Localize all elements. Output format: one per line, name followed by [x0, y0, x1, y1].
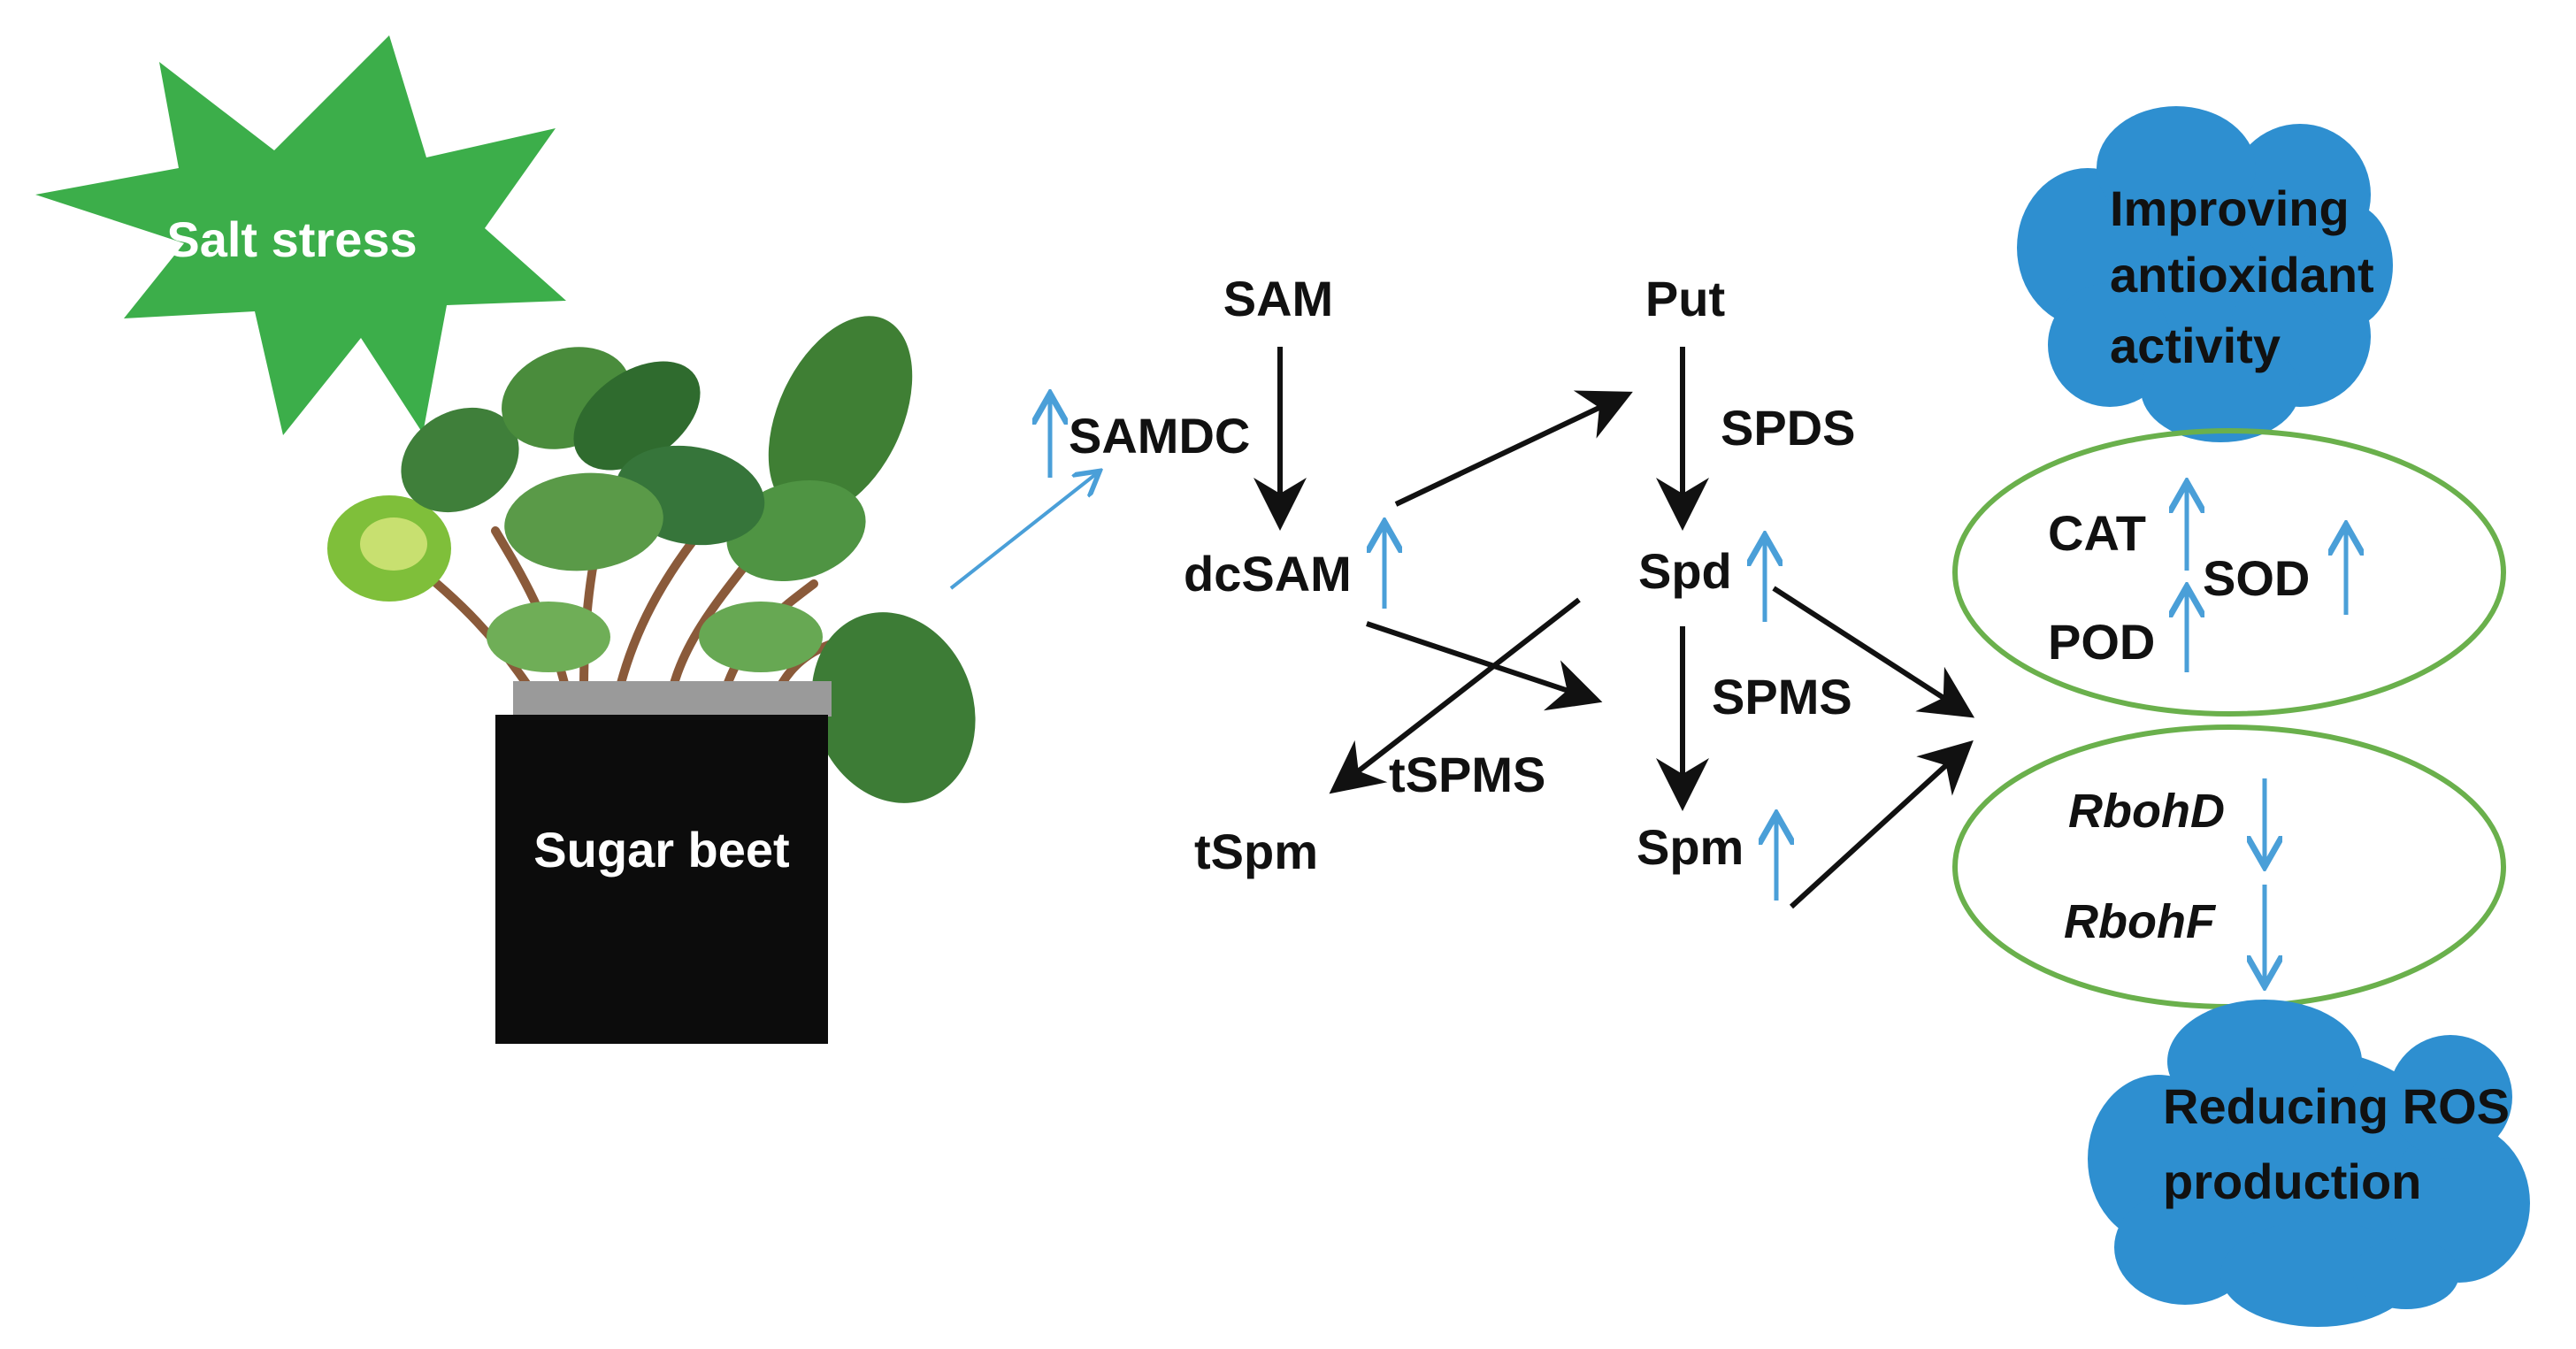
polyamine-pathway: SAM SAMDC dcSAM Put SPDS Spd SPMS Spm tS… [1069, 271, 1856, 879]
rbohd-label: RbohD [2068, 785, 2225, 838]
pod-label: POD [2048, 614, 2155, 670]
pot-rim [513, 681, 832, 717]
cloud-shape-bottom [2088, 1000, 2530, 1327]
dcsam-label: dcSAM [1184, 546, 1352, 602]
ros-cloud: Reducing ROS production [2088, 1000, 2530, 1327]
samdc-label: SAMDC [1069, 408, 1250, 464]
spm-label: Spm [1637, 819, 1744, 875]
sod-label: SOD [2203, 550, 2310, 606]
plant-leaves [327, 316, 976, 803]
plant-pot [495, 715, 828, 1044]
cat-label: CAT [2048, 505, 2146, 561]
dcsam-to-put-arrow [1394, 390, 1633, 507]
rbohf-label: RbohF [2064, 895, 2217, 948]
burst-star-shape [35, 35, 566, 435]
pathway-arrows [1254, 347, 1975, 909]
antioxidant-line-3: activity [2110, 318, 2281, 373]
tspms-label: tSPMS [1389, 747, 1545, 802]
antioxidant-line-2: antioxidant [2110, 247, 2374, 303]
up-regulation-arrows [1050, 398, 1776, 901]
plant-to-samdc-arrow [949, 473, 1097, 590]
sugar-beet-plant: Sugar beet [327, 316, 976, 1044]
antioxidant-line-1: Improving [2110, 180, 2350, 236]
spd-label: Spd [1638, 543, 1732, 599]
cloud-shape [2017, 106, 2393, 442]
sugar-beet-label: Sugar beet [533, 822, 789, 878]
rboh-ellipse [1952, 724, 2506, 1009]
spms-label: SPMS [1712, 669, 1852, 724]
spm-to-enzymes-arrow [1789, 740, 1974, 909]
spd-to-enzymes-arrow [1772, 586, 1975, 718]
salt-stress-burst: Salt stress [35, 35, 566, 435]
tspm-label: tSpm [1194, 824, 1318, 879]
put-label: Put [1645, 271, 1725, 326]
ros-line-2: production [2163, 1154, 2421, 1209]
enzymes-ellipse [1952, 428, 2506, 717]
ros-line-1: Reducing ROS [2163, 1078, 2510, 1134]
sam-label: SAM [1223, 271, 1333, 326]
spd-to-tspm-arrow [1329, 597, 1581, 794]
dcsam-to-spms-arrow [1366, 621, 1603, 711]
salt-stress-label: Salt stress [166, 211, 417, 267]
antioxidant-cloud: Improving antioxidant activity [2017, 106, 2393, 442]
rboh-genes-group: RbohD RbohF [1952, 724, 2506, 1009]
spds-label: SPDS [1721, 400, 1856, 456]
antioxidant-enzymes-group: CAT POD SOD [1952, 428, 2506, 717]
